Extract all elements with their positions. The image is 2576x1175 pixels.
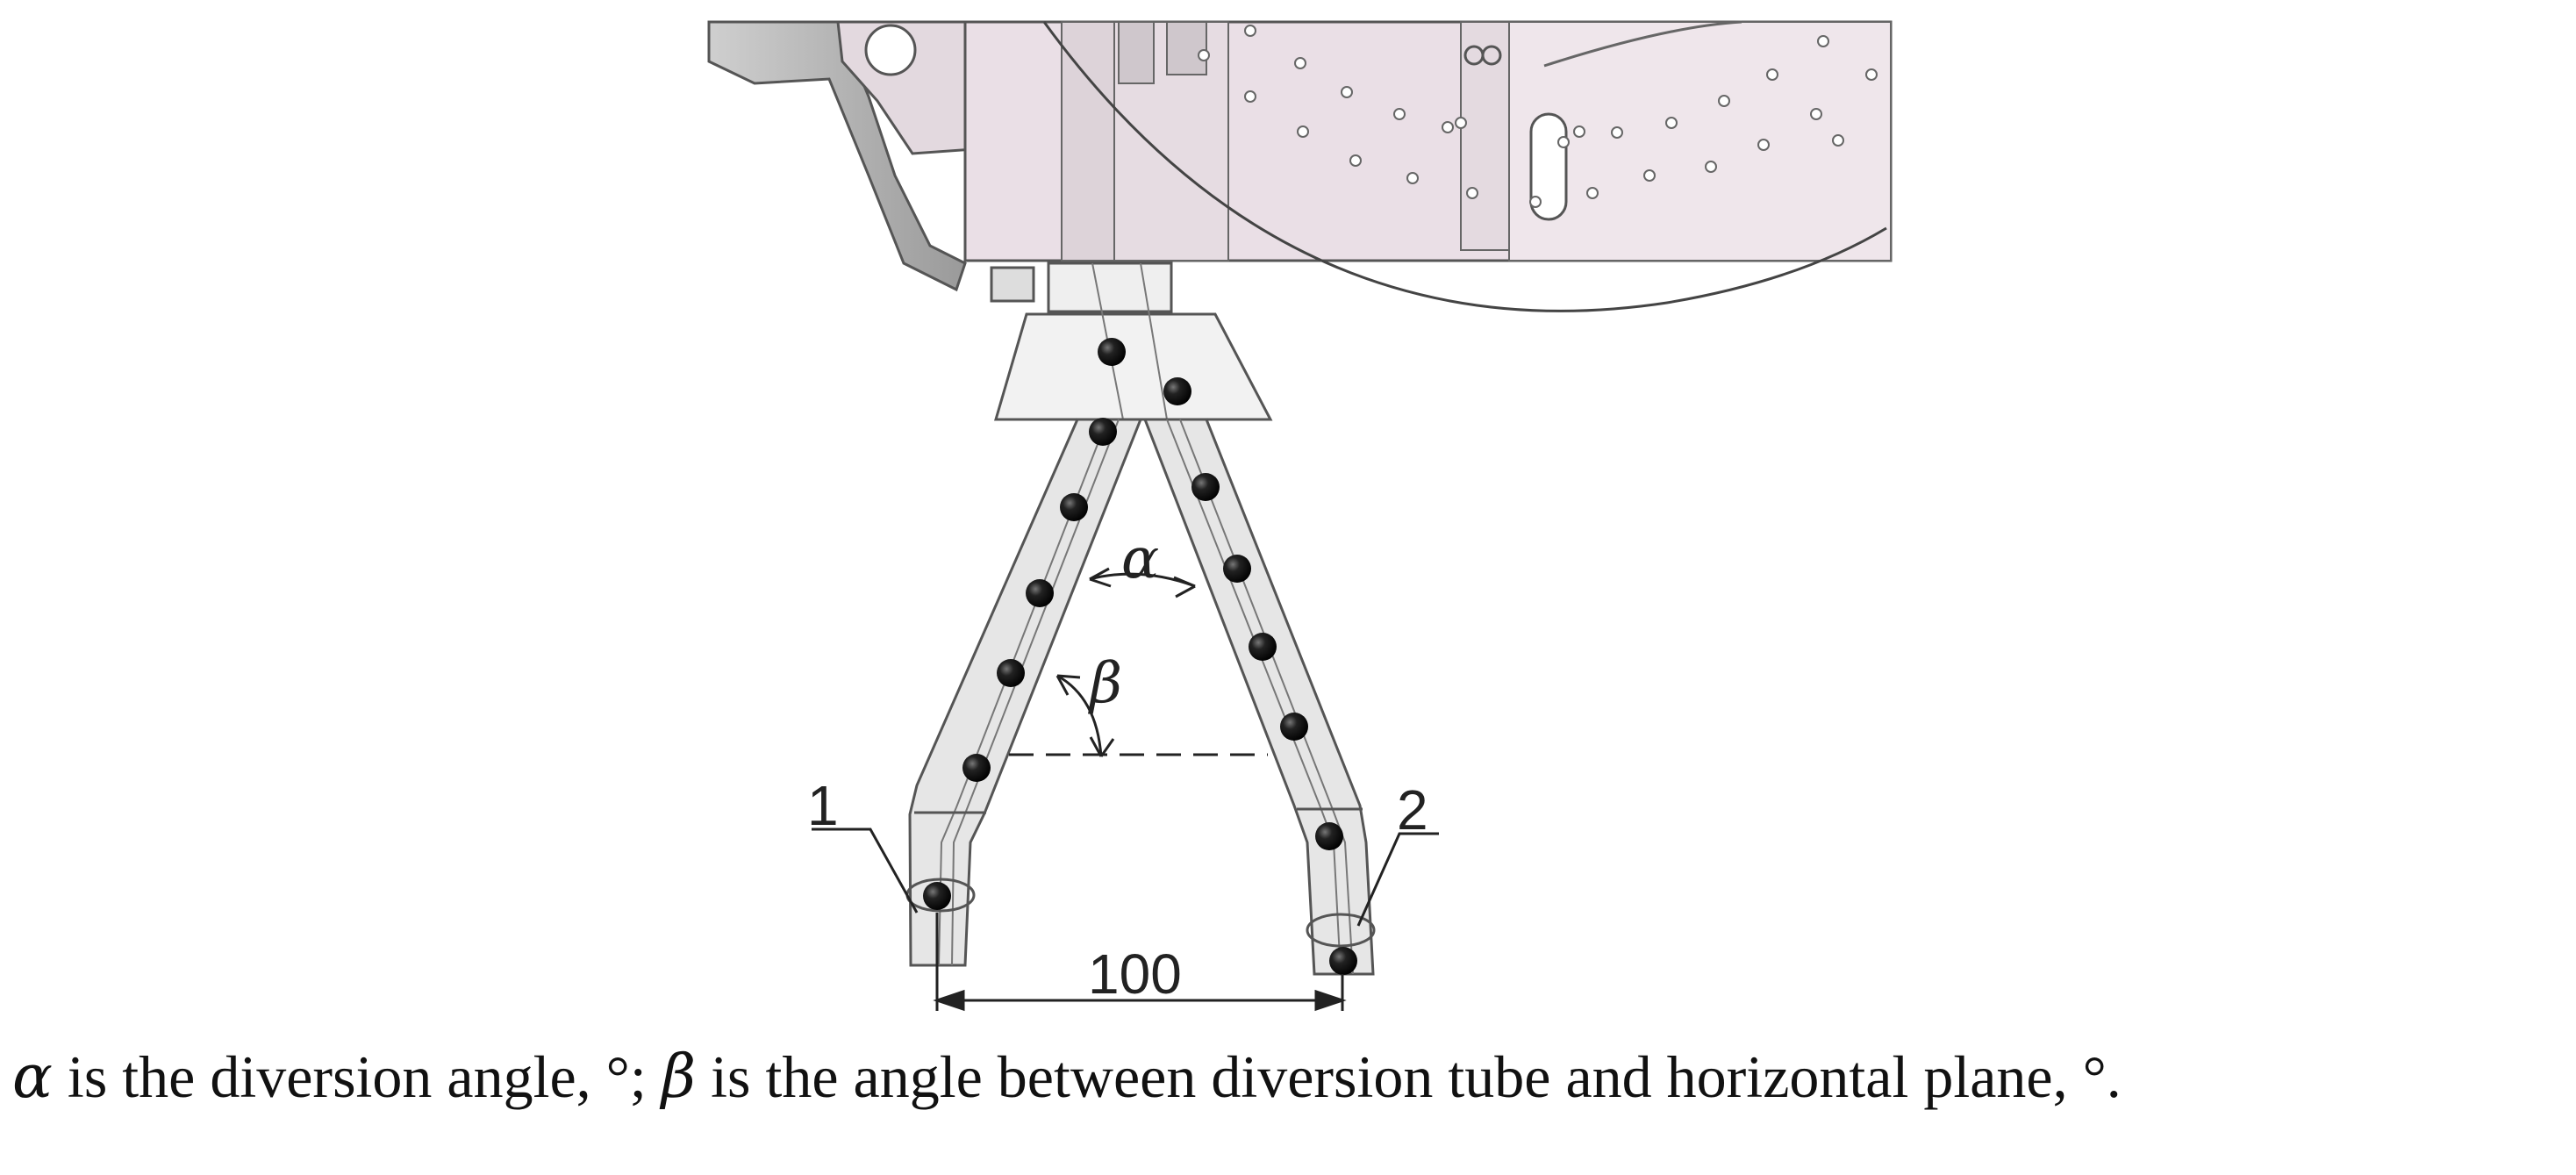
disk-arc-top (1543, 20, 1742, 68)
disk-arc (1042, 21, 1887, 312)
figure-caption: α is the diversion angle, °; β is the an… (0, 1042, 2576, 1148)
seed (1280, 713, 1308, 741)
seed (1249, 633, 1277, 661)
body-strip (1061, 21, 1115, 262)
tube-connector (994, 262, 1273, 421)
disk-holes (1198, 25, 1878, 208)
seed (1329, 947, 1357, 975)
bolt-head (990, 266, 1035, 303)
beta-arc (1056, 674, 1103, 757)
beta-label: β (1088, 651, 1122, 716)
spacing-label: 100 (1088, 942, 1182, 1006)
tube-1-label: 1 (807, 774, 839, 837)
right-tube-outlet (1306, 913, 1376, 948)
caption-beta-text: is the angle between diversion tube and … (696, 1043, 2122, 1110)
seed (1060, 493, 1088, 521)
seed (997, 659, 1025, 687)
seed (1315, 822, 1343, 850)
spacing-dimension (933, 913, 1347, 1012)
oval-slot (1529, 112, 1568, 221)
seed (1026, 579, 1054, 607)
slot-top (1118, 21, 1155, 84)
right-bar (1460, 21, 1510, 251)
caption-alpha-text: is the diversion angle, °; (52, 1043, 662, 1110)
tube-2-label: 2 (1397, 778, 1428, 842)
seed (1098, 338, 1126, 366)
seed (1089, 418, 1117, 446)
alpha-label: α (1121, 527, 1159, 591)
seeder-body (707, 20, 1893, 312)
caption-alpha-symbol: α (12, 1042, 53, 1112)
label-leaders (812, 828, 1439, 927)
seed (1191, 473, 1220, 501)
right-diversion-tube (1142, 418, 1376, 976)
left-shoulder (707, 20, 967, 292)
angle-annotations (1009, 567, 1268, 757)
bracket-hole (864, 24, 917, 76)
seed (1223, 555, 1251, 583)
right-panel (1508, 21, 1892, 262)
left-diversion-tube (905, 418, 1143, 967)
caption-beta-symbol: β (661, 1042, 697, 1112)
seed (962, 754, 991, 782)
seed (1163, 377, 1191, 405)
seed (923, 882, 951, 910)
slot-top-2 (1166, 21, 1207, 75)
seed-balls (923, 338, 1357, 975)
